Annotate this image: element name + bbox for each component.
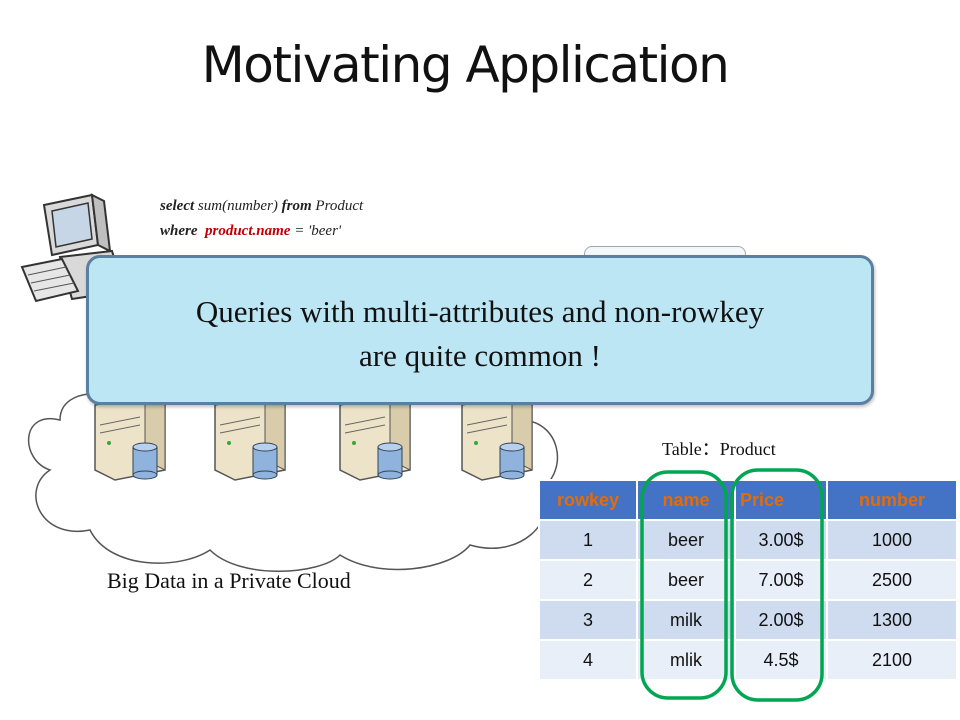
table-cell: 7.00$ xyxy=(734,559,828,601)
database-cylinder-icon xyxy=(132,442,158,480)
product-table: rowkey name Price number 1 beer 3.00$ 10… xyxy=(538,479,958,681)
query-text: Product xyxy=(311,198,364,214)
table-cell: 2 xyxy=(538,559,638,601)
query-text: = 'beer' xyxy=(290,223,342,239)
query-keyword-select: select xyxy=(160,198,195,214)
query-keyword-where: where xyxy=(160,223,198,239)
table-row: 4 mlik 4.5$ 2100 xyxy=(538,639,958,681)
table-cell: milk xyxy=(636,599,736,641)
callout-line-2: are quite common ! xyxy=(359,338,601,373)
header-number: number xyxy=(826,479,958,521)
table-cell: 1300 xyxy=(826,599,958,641)
query-text: sum(number) xyxy=(194,198,282,214)
query-keyword-from: from xyxy=(281,198,312,214)
callout-box: Queries with multi-attributes and non-ro… xyxy=(86,255,874,405)
table-cell: 4 xyxy=(538,639,638,681)
table-cell: beer xyxy=(636,519,736,561)
table-cell: 3 xyxy=(538,599,638,641)
cloud-caption: Big Data in a Private Cloud xyxy=(107,568,351,593)
table-cell: 2.00$ xyxy=(734,599,828,641)
table-cell: 4.5$ xyxy=(734,639,828,681)
table-row: 2 beer 7.00$ 2500 xyxy=(538,559,958,601)
highlight-price-column xyxy=(730,468,824,702)
table-cell: 1 xyxy=(538,519,638,561)
table-row: 3 milk 2.00$ 1300 xyxy=(538,599,958,641)
header-price: Price xyxy=(734,479,828,521)
query-line-2: where product.name = 'beer' xyxy=(160,223,341,240)
header-label: number xyxy=(858,489,925,510)
header-label: name xyxy=(662,489,710,510)
table-cell: 1000 xyxy=(826,519,958,561)
table-caption: Table：Product xyxy=(662,439,776,459)
table-cell: 2100 xyxy=(826,639,958,681)
table-cell: beer xyxy=(636,559,736,601)
table-header-row: rowkey name Price number xyxy=(538,479,958,521)
header-rowkey: rowkey xyxy=(538,479,638,521)
header-name: name xyxy=(636,479,736,521)
table-cell: 3.00$ xyxy=(734,519,828,561)
table-row: 1 beer 3.00$ 1000 xyxy=(538,519,958,561)
query-condition: product.name xyxy=(205,223,291,239)
table-cell: 2500 xyxy=(826,559,958,601)
query-line-1: select sum(number) from Product xyxy=(160,198,363,215)
highlight-name-column xyxy=(640,470,728,700)
slide-title: Motivating Application xyxy=(201,36,730,94)
callout-line-1: Queries with multi-attributes and non-ro… xyxy=(195,294,765,329)
table-cell: mlik xyxy=(636,639,736,681)
header-label: Price xyxy=(740,489,785,510)
header-label: rowkey xyxy=(556,489,620,510)
server-icon xyxy=(94,394,533,481)
